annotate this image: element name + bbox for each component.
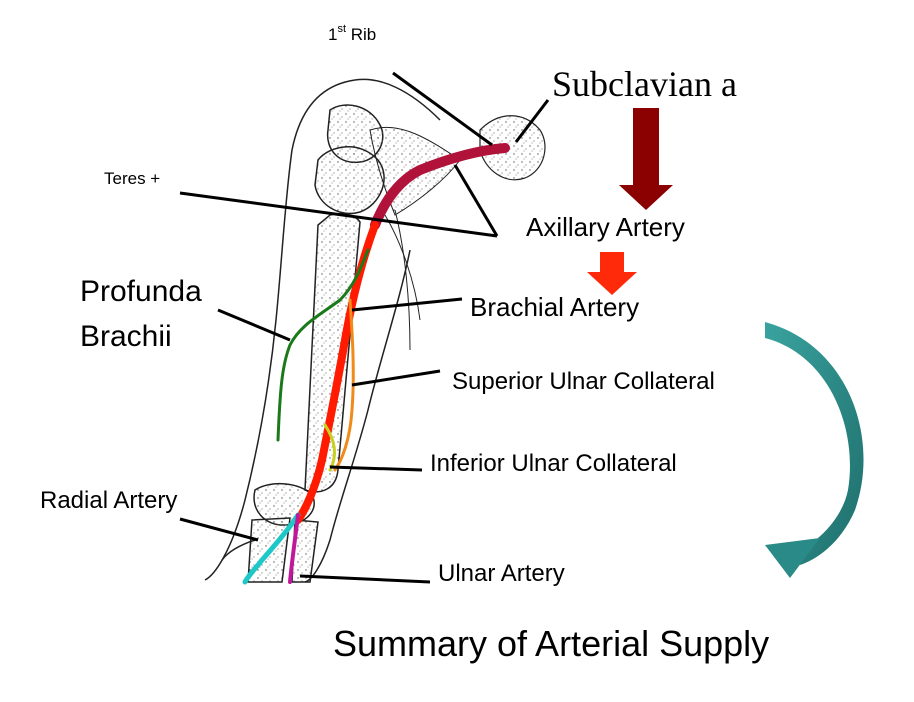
profunda-label-line2: Brachii xyxy=(80,320,172,353)
subclavian-label: Subclavian a xyxy=(552,64,737,104)
red-down-arrow xyxy=(587,252,637,295)
profunda-leader xyxy=(217,308,291,342)
arm-illustration xyxy=(204,78,546,583)
first-rib-label: 1st Rib xyxy=(328,23,377,44)
first-rib-leader xyxy=(392,71,493,147)
leader-lines xyxy=(179,71,550,584)
ulnar-artery xyxy=(288,513,300,584)
curved-arrow-icon xyxy=(765,322,864,578)
superior-ulnar-label: Superior Ulnar Collateral xyxy=(452,368,715,395)
inferior-ulnar-label: Inferior Ulnar Collateral xyxy=(430,450,677,477)
ulnar-leader xyxy=(299,574,431,584)
radial-leader xyxy=(179,517,259,542)
radial-label: Radial Artery xyxy=(40,487,178,514)
axillary-leader xyxy=(453,164,499,237)
brachial-leader xyxy=(351,297,463,312)
radial-artery xyxy=(242,512,301,585)
brachial-artery xyxy=(294,221,379,524)
superior-ulnar-leader xyxy=(351,369,441,387)
axillary-label: Axillary Artery xyxy=(526,212,685,242)
teres-leader xyxy=(179,191,498,238)
ulnar-label: Ulnar Artery xyxy=(438,560,565,587)
first-rib-number: 1 xyxy=(328,25,338,44)
brachial-label: Brachial Artery xyxy=(470,292,640,322)
arteries xyxy=(242,143,510,585)
page-title: Summary of Arterial Supply xyxy=(333,623,770,664)
subclavian-leader xyxy=(514,99,550,143)
teres-label: Teres + xyxy=(104,169,161,188)
first-rib-superscript: st xyxy=(337,23,347,35)
inferior-ulnar-leader xyxy=(329,465,423,472)
profunda-label-line1: Profunda xyxy=(80,275,202,308)
subclavian-axillary-artery xyxy=(370,143,510,230)
first-rib-word: Rib xyxy=(346,25,377,44)
superior-ulnar-collateral xyxy=(333,298,355,472)
profunda-brachii-artery xyxy=(276,248,370,442)
dark-red-down-arrow xyxy=(619,108,673,210)
